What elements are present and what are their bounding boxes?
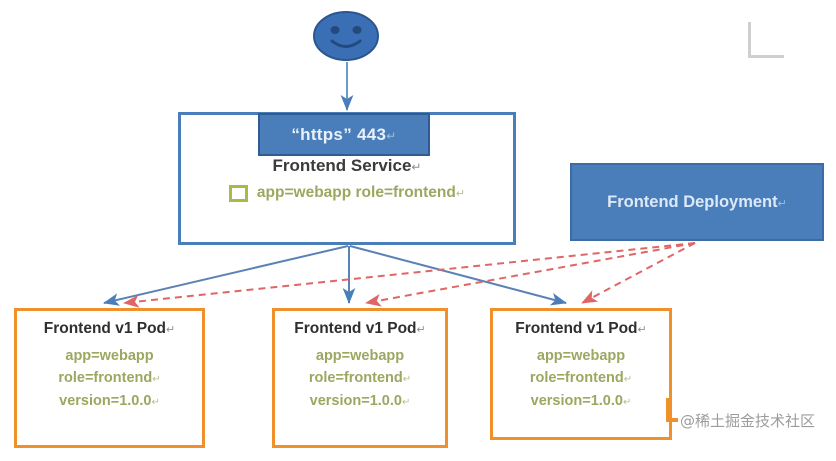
- pod-label-version: version=1.0.0↵: [59, 392, 160, 409]
- pilcrow-icon: ↵: [416, 324, 426, 336]
- pilcrow-icon: ↵: [401, 396, 411, 408]
- pilcrow-icon: ↵: [637, 324, 647, 336]
- pilcrow-icon: ↵: [386, 128, 397, 143]
- pod-label-app: app=webapp: [536, 348, 626, 364]
- frontend-service-title: Frontend Service↵: [272, 156, 422, 175]
- pod-title: Frontend v1 Pod↵: [515, 320, 647, 337]
- corner-bracket-vertical: [748, 22, 751, 58]
- corner-bracket-decoration: [748, 22, 784, 58]
- frontend-deployment-label: Frontend Deployment↵: [607, 192, 787, 211]
- pilcrow-icon: ↵: [411, 160, 422, 174]
- watermark: @稀土掘金技术社区: [664, 398, 816, 431]
- pilcrow-icon: ↵: [151, 396, 160, 408]
- pilcrow-icon: ↵: [623, 374, 633, 386]
- service-selector-label: app=webapp role=frontend↵: [256, 184, 466, 201]
- pilcrow-icon: ↵: [455, 188, 466, 200]
- smiley-face-user-icon: [313, 11, 379, 61]
- pod-title: Frontend v1 Pod↵: [294, 320, 426, 337]
- pilcrow-icon: ↵: [622, 396, 632, 408]
- pilcrow-icon: ↵: [152, 374, 161, 386]
- frontend-pod-box-3[interactable]: Frontend v1 Pod↵ app=webapp role=fronten…: [490, 308, 672, 440]
- frontend-pod-box-2[interactable]: Frontend v1 Pod↵ app=webapp role=fronten…: [272, 308, 448, 448]
- pod-label-role: role=frontend↵: [58, 370, 161, 387]
- pod-title: Frontend v1 Pod↵: [43, 320, 176, 337]
- frontend-pod-box-1[interactable]: Frontend v1 Pod↵ app=webapp role=fronten…: [14, 308, 205, 448]
- watermark-text: @稀土掘金技术社区: [680, 412, 816, 430]
- pod-label-app: app=webapp: [65, 348, 154, 364]
- watermark-corner-icon: [660, 398, 684, 428]
- pod-label-role: role=frontend↵: [308, 370, 412, 387]
- pod-label-app: app=webapp: [315, 348, 405, 364]
- pod-label-role: role=frontend↵: [529, 370, 633, 387]
- pod-label-version: version=1.0.0↵: [530, 392, 632, 409]
- selector-swatch-icon: [228, 184, 248, 202]
- pilcrow-icon: ↵: [166, 324, 176, 336]
- frontend-deployment-box[interactable]: Frontend Deployment↵: [570, 163, 824, 241]
- pilcrow-icon: ↵: [402, 374, 412, 386]
- service-selector-row: app=webapp role=frontend↵: [178, 184, 516, 202]
- pilcrow-icon: ↵: [777, 197, 787, 210]
- https-port-label: “https” 443↵: [291, 124, 397, 144]
- corner-bracket-horizontal: [748, 55, 784, 58]
- https-port-badge[interactable]: “https” 443↵: [258, 113, 430, 156]
- pod-label-version: version=1.0.0↵: [309, 392, 411, 409]
